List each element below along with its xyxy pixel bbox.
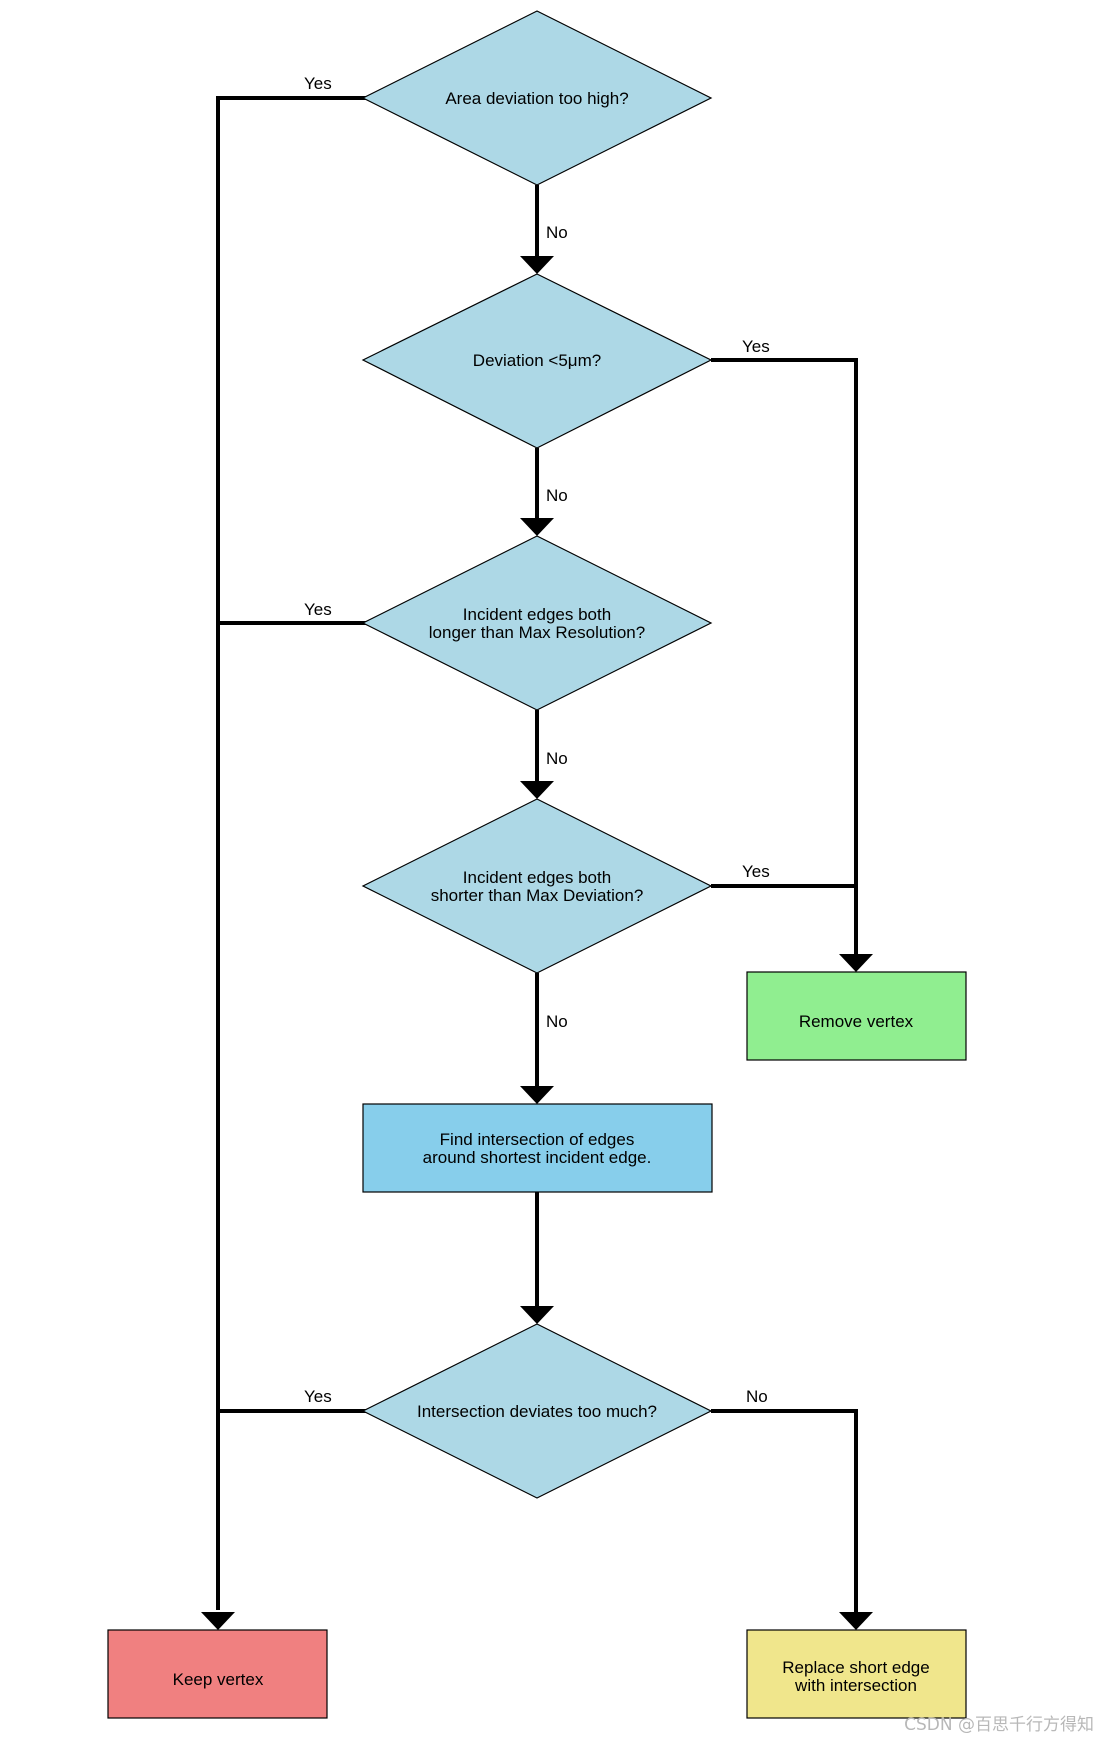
- arrowhead-replace: [839, 1612, 873, 1630]
- terminal-label-line1: Replace short edge: [782, 1658, 929, 1677]
- diamond-shape: [361, 798, 713, 974]
- terminal-box: [746, 971, 967, 1061]
- decision-label-line1: Incident edges both: [463, 868, 611, 887]
- terminal-replace-short-edge: Replace short edge with intersection: [746, 1629, 967, 1719]
- label-deviates-no: No: [746, 1387, 768, 1406]
- decision-label: Deviation <5μm?: [473, 351, 601, 370]
- terminal-label: Remove vertex: [799, 1012, 914, 1031]
- label-deviates-yes: Yes: [304, 1387, 332, 1406]
- watermark-text: CSDN @百思千行方得知: [904, 1715, 1094, 1735]
- edge-labels: Yes No Yes No Yes No Yes No Yes No: [304, 74, 770, 1406]
- decision-incident-shorter: Incident edges both shorter than Max Dev…: [361, 798, 713, 974]
- label-area-no: No: [546, 223, 568, 242]
- terminal-box: [107, 1629, 328, 1719]
- label-shorter-yes: Yes: [742, 862, 770, 881]
- connectors: [201, 96, 873, 1630]
- connector-deviation-yes: [711, 358, 858, 956]
- decision-area-deviation: Area deviation too high?: [361, 10, 713, 186]
- label-longer-yes: Yes: [304, 600, 332, 619]
- decision-label-line2: shorter than Max Deviation?: [431, 886, 644, 905]
- arrowhead-remove: [839, 954, 873, 972]
- diamond-shape: [361, 535, 713, 711]
- arrowhead-keep: [201, 1612, 235, 1630]
- process-label-line2: around shortest incident edge.: [423, 1148, 652, 1167]
- terminal-label: Keep vertex: [173, 1670, 264, 1689]
- arrowhead-shorter: [520, 781, 554, 799]
- terminal-keep-vertex: Keep vertex: [107, 1629, 328, 1719]
- process-label-line1: Find intersection of edges: [440, 1130, 635, 1149]
- label-shorter-no: No: [546, 1012, 568, 1031]
- diamond-shape: [361, 1323, 713, 1499]
- arrowhead-deviation: [520, 256, 554, 274]
- decision-label: Intersection deviates too much?: [417, 1402, 657, 1421]
- terminal-remove-vertex: Remove vertex: [746, 971, 967, 1061]
- arrowhead-deviates: [520, 1306, 554, 1324]
- label-longer-no: No: [546, 749, 568, 768]
- process-box: [362, 1103, 713, 1193]
- decision-deviation-5um: Deviation <5μm?: [361, 273, 713, 449]
- decision-incident-longer: Incident edges both longer than Max Reso…: [361, 535, 713, 711]
- label-deviation-no: No: [546, 486, 568, 505]
- diamond-shape: [361, 273, 713, 449]
- diamond-shape: [361, 10, 713, 186]
- connector-area-yes: [216, 96, 366, 1610]
- arrowhead-find: [520, 1086, 554, 1104]
- process-find-intersection: Find intersection of edges around shorte…: [362, 1103, 713, 1193]
- arrowhead-longer: [520, 518, 554, 536]
- terminal-box: [746, 1629, 967, 1719]
- label-area-yes: Yes: [304, 74, 332, 93]
- decision-label-line2: longer than Max Resolution?: [429, 623, 645, 642]
- decision-intersection-deviates: Intersection deviates too much?: [361, 1323, 713, 1499]
- decision-label: Area deviation too high?: [445, 89, 628, 108]
- label-deviation-yes: Yes: [742, 337, 770, 356]
- connector-deviates-no: [711, 1409, 858, 1612]
- terminal-label-line2: with intersection: [794, 1676, 917, 1695]
- decision-label-line1: Incident edges both: [463, 605, 611, 624]
